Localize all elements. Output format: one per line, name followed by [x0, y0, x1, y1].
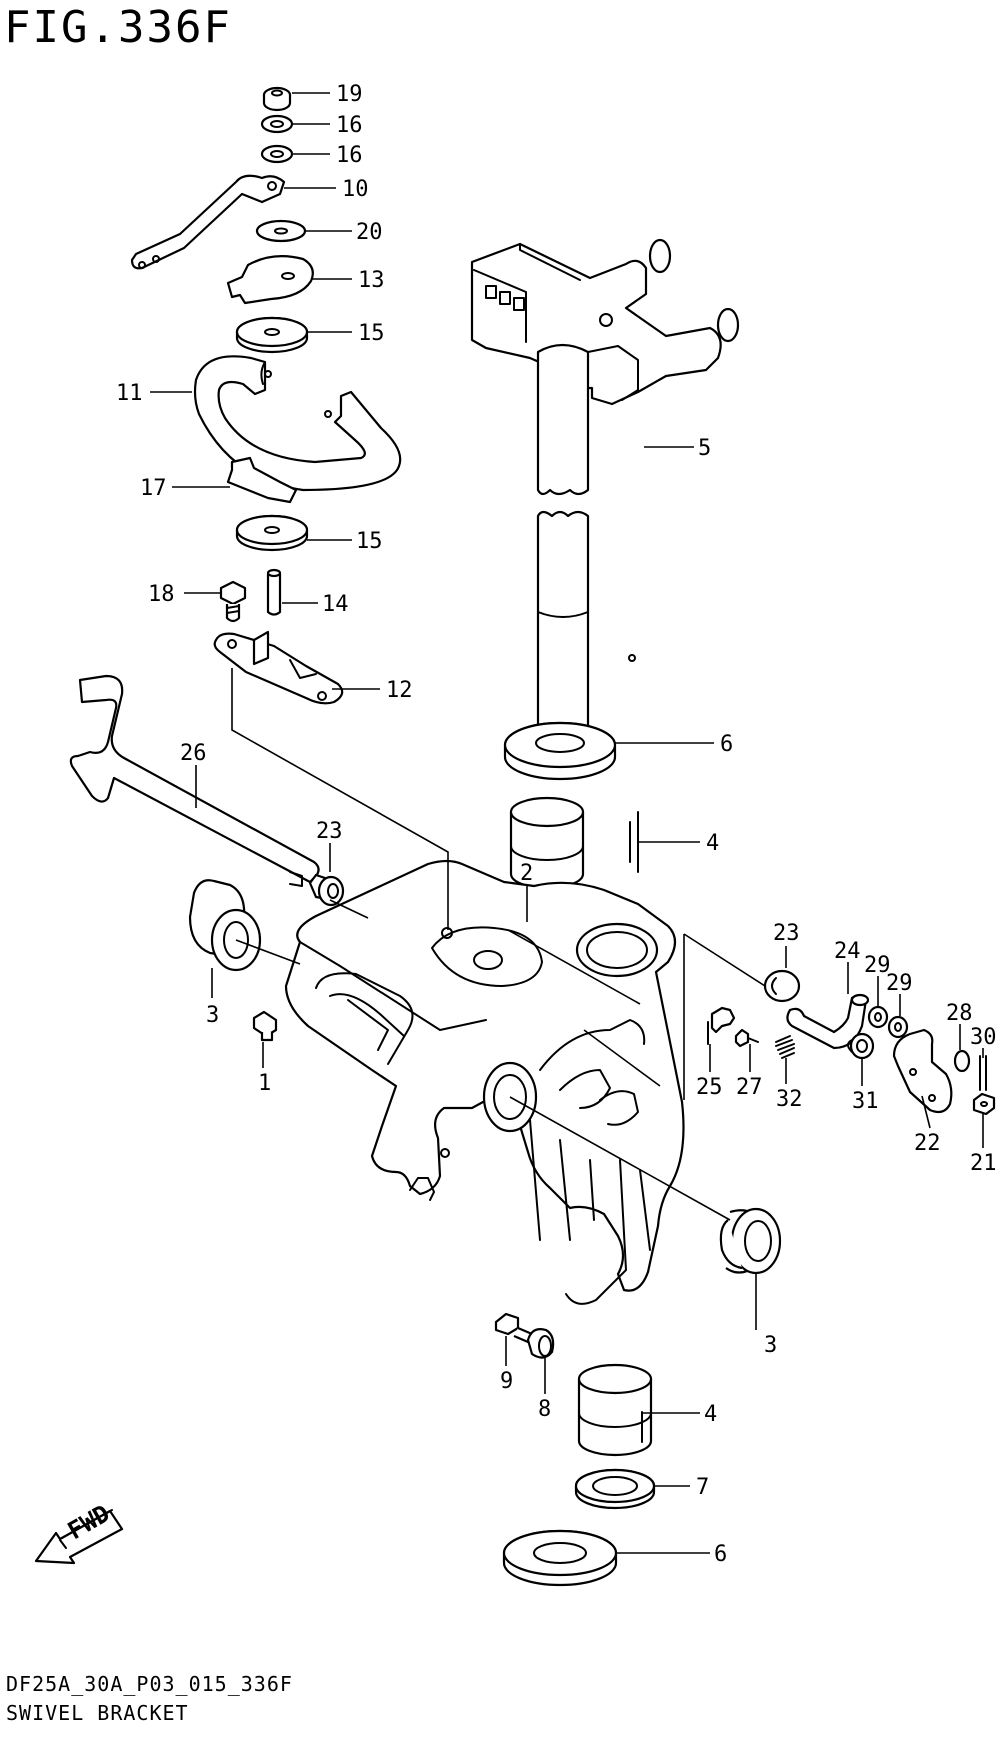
- part-6-washer-lower: [502, 1529, 618, 1587]
- callout-21: 21: [970, 1151, 997, 1176]
- callout-18: 18: [148, 582, 175, 607]
- part-1-grease-nipple: [252, 1010, 278, 1042]
- part-31-spring: [847, 1032, 875, 1060]
- part-23-collar-right: [763, 969, 801, 1003]
- part-24-clip: [786, 993, 870, 1050]
- part-9-bolt: [494, 1312, 534, 1344]
- callout-2: 2: [520, 861, 533, 886]
- callout-15-b: 15: [356, 529, 383, 554]
- callout-16-a: 16: [336, 113, 363, 138]
- callout-3-b: 3: [764, 1333, 777, 1358]
- part-22-plate: [892, 1028, 953, 1114]
- part-30-pin: [979, 1055, 987, 1091]
- part-25-plate: [707, 1006, 736, 1045]
- callout-16-b: 16: [336, 143, 363, 168]
- part-17-spring-plate: [226, 456, 298, 504]
- part-3-bushing-left: [188, 879, 262, 972]
- callout-15-a: 15: [358, 321, 385, 346]
- part-8-collar: [526, 1328, 555, 1359]
- part-32-spring: [775, 1035, 795, 1059]
- callout-7: 7: [696, 1475, 709, 1500]
- leader-lines: [150, 92, 984, 1554]
- diagram-name: SWIVEL BRACKET: [6, 1701, 189, 1725]
- figure-title: FIG.336F: [4, 2, 232, 53]
- part-7-thrust-ring: [574, 1468, 656, 1510]
- callout-20: 20: [356, 220, 383, 245]
- callout-28: 28: [946, 1001, 973, 1026]
- part-20-washer: [255, 219, 307, 243]
- callout-6-a: 6: [720, 732, 733, 757]
- callout-17: 17: [140, 476, 167, 501]
- callout-27: 27: [736, 1075, 763, 1100]
- part-5-swivel-shaft: [470, 238, 740, 747]
- diagram-code: DF25A_30A_P03_015_336F: [6, 1672, 293, 1696]
- callout-32: 32: [776, 1087, 803, 1112]
- callout-11: 11: [116, 381, 143, 406]
- part-16-washer-b: [260, 144, 294, 164]
- callout-24: 24: [834, 939, 861, 964]
- callout-25: 25: [696, 1075, 723, 1100]
- callout-26: 26: [180, 741, 207, 766]
- part-11-tilt-handle: [193, 355, 402, 492]
- part-10-link-rod: [130, 174, 286, 270]
- callout-9: 9: [500, 1369, 513, 1394]
- callout-8: 8: [538, 1397, 551, 1422]
- callout-numbers: 19 16 16 10 20 13 15 11 17 15 18 14 12 2…: [116, 82, 997, 1567]
- part-28-washer: [953, 1049, 971, 1073]
- part-13-stopper-plate: [226, 254, 314, 305]
- callout-29-b: 29: [886, 971, 913, 996]
- part-29-washer-a: [867, 1005, 889, 1029]
- callout-22: 22: [914, 1131, 941, 1156]
- part-23-collar-left: [308, 873, 345, 907]
- callout-14: 14: [322, 592, 349, 617]
- part-4-bushing-upper: [509, 796, 639, 890]
- callout-5: 5: [698, 436, 711, 461]
- part-19-nut: [262, 86, 292, 112]
- callout-3-a: 3: [206, 1003, 219, 1028]
- callout-12: 12: [386, 678, 413, 703]
- callout-23-a: 23: [316, 819, 343, 844]
- part-2-swivel-bracket: [284, 859, 685, 1305]
- callout-31: 31: [852, 1089, 879, 1114]
- callout-30: 30: [970, 1025, 997, 1050]
- part-6-washer-upper: [503, 721, 617, 781]
- part-18-bolt: [219, 580, 247, 623]
- callout-4-a: 4: [706, 831, 719, 856]
- part-21-nut: [972, 1092, 996, 1116]
- fwd-direction-arrow-icon: [34, 1509, 124, 1565]
- part-15-washer-lower: [235, 514, 309, 552]
- callout-10: 10: [342, 177, 369, 202]
- part-29-washer-b: [887, 1015, 909, 1039]
- part-27-screw: [734, 1028, 759, 1048]
- callout-6-b: 6: [714, 1542, 727, 1567]
- part-26-tiller-rod: [69, 674, 320, 887]
- part-3-bushing-right: [719, 1207, 782, 1275]
- callout-1: 1: [258, 1071, 271, 1096]
- callout-29-a: 29: [864, 953, 891, 978]
- callout-13: 13: [358, 268, 385, 293]
- callout-19: 19: [336, 82, 363, 107]
- callout-4-b: 4: [704, 1402, 717, 1427]
- part-12-stopper-bracket: [213, 630, 344, 705]
- part-16-washer-a: [260, 114, 294, 134]
- part-15-washer-top: [235, 316, 309, 354]
- callout-23-b: 23: [773, 921, 800, 946]
- part-4-bushing-lower: [577, 1363, 653, 1457]
- part-14-pin: [266, 568, 282, 616]
